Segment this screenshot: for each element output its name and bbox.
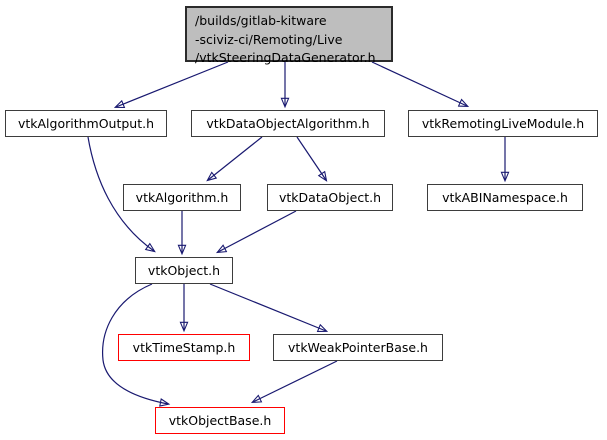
node-vtkObject[interactable]: vtkObject.h: [135, 257, 233, 284]
node-vtkSteeringDataGenerator: /builds/gitlab-kitware -sciviz-ci/Remoti…: [185, 6, 393, 65]
edge-vtkObject-to-vtkObjectBase: [102, 283, 171, 407]
node-vtkObjectBase[interactable]: vtkObjectBase.h: [155, 407, 285, 434]
edge-root-to-vtkRemotingLiveModule: [371, 61, 470, 107]
edge-vtkDataObjectAlgorithm-to-vtkAlgorithm: [206, 136, 263, 182]
node-vtkAlgorithm[interactable]: vtkAlgorithm.h: [123, 184, 241, 211]
node-label: vtkDataObjectAlgorithm.h: [206, 116, 370, 131]
node-label-line: /builds/gitlab-kitware: [195, 13, 327, 28]
node-label: vtkTimeStamp.h: [132, 340, 236, 355]
node-label: vtkAlgorithm.h: [135, 190, 229, 205]
node-label: vtkABINamespace.h: [442, 190, 568, 205]
node-vtkWeakPointerBase[interactable]: vtkWeakPointerBase.h: [273, 334, 443, 361]
edge-vtkObject-to-vtkWeakPointerBase: [209, 283, 329, 333]
node-label: vtkWeakPointerBase.h: [288, 340, 428, 355]
node-vtkTimeStamp[interactable]: vtkTimeStamp.h: [118, 334, 250, 361]
node-label-line: -sciviz-ci/Remoting/Live: [195, 31, 343, 47]
node-label: vtkAlgorithmOutput.h: [17, 116, 155, 131]
node-label: vtkObject.h: [147, 263, 221, 278]
edge-vtkDataObjectAlgorithm-to-vtkDataObject: [296, 136, 328, 182]
node-label-line: /vtkSteeringDataGenerator.h: [195, 50, 376, 65]
edge-vtkWeakPointerBase-to-vtkObjectBase: [250, 360, 338, 404]
node-label: vtkDataObject.h: [279, 190, 381, 205]
node-vtkRemotingLiveModule[interactable]: vtkRemotingLiveModule.h: [408, 110, 598, 137]
edge-vtkAlgorithmOutput-to-vtkObject: [87, 136, 156, 253]
edge-root-to-vtkAlgorithmOutput: [113, 61, 229, 109]
node-vtkDataObjectAlgorithm[interactable]: vtkDataObjectAlgorithm.h: [191, 110, 385, 137]
edge-vtkDataObject-to-vtkObject: [215, 210, 297, 254]
node-label: vtkObjectBase.h: [168, 413, 272, 428]
node-vtkDataObject[interactable]: vtkDataObject.h: [267, 184, 393, 211]
node-vtkABINamespace[interactable]: vtkABINamespace.h: [427, 184, 583, 211]
node-label: vtkRemotingLiveModule.h: [421, 116, 585, 131]
node-vtkAlgorithmOutput[interactable]: vtkAlgorithmOutput.h: [5, 110, 167, 137]
